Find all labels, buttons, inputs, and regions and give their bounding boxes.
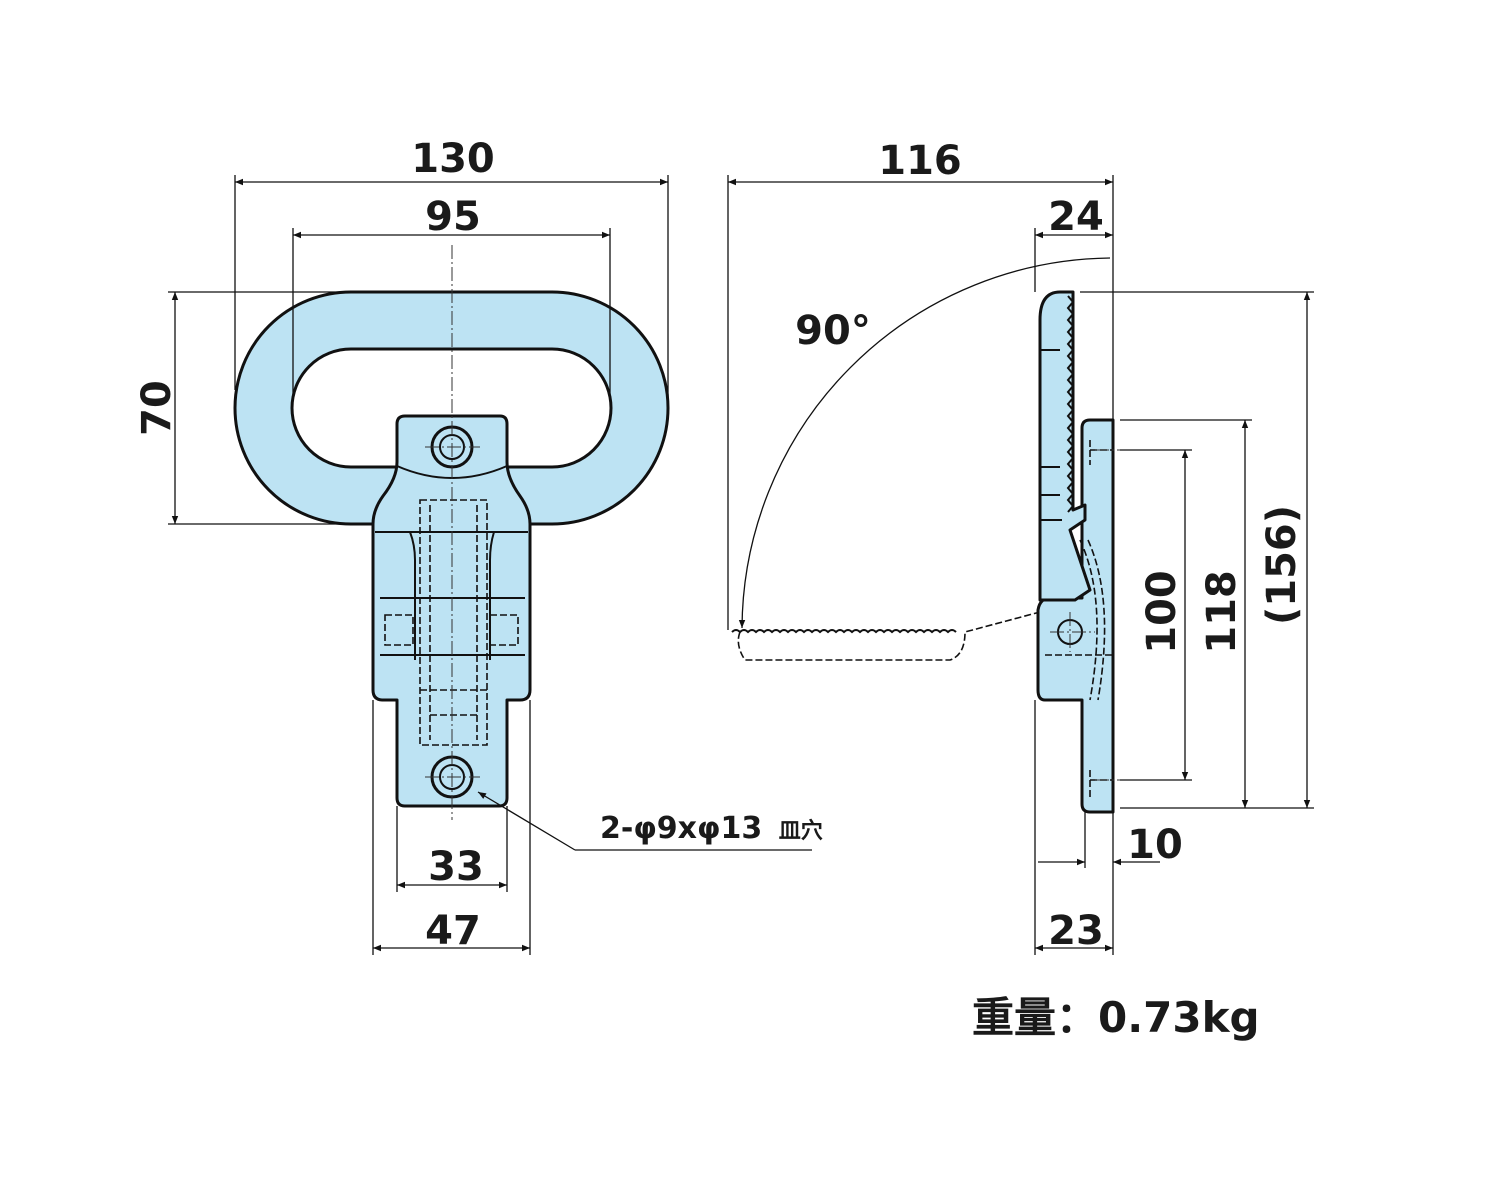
hole-note: 2-φ9xφ13 bbox=[600, 811, 762, 846]
front-view: 130 95 70 33 47 2-φ9xφ13 皿穴 bbox=[134, 136, 823, 955]
dim-label-10: 10 bbox=[1127, 822, 1183, 868]
countersink-note: 皿穴 bbox=[779, 818, 823, 844]
dim-label-130: 130 bbox=[411, 136, 495, 182]
dim-label-23: 23 bbox=[1048, 908, 1104, 954]
dim-label-24: 24 bbox=[1048, 194, 1104, 240]
pivot-hole bbox=[1050, 612, 1095, 652]
rotation-arc bbox=[738, 257, 1111, 629]
dim-label-100: 100 bbox=[1139, 570, 1185, 654]
dimension-118: 118 bbox=[1120, 419, 1252, 809]
hole-callout: 2-φ9xφ13 皿穴 bbox=[477, 791, 823, 851]
lever bbox=[1038, 290, 1092, 602]
open-handle-phantom bbox=[737, 611, 1041, 661]
dim-label-70: 70 bbox=[134, 380, 180, 436]
dim-label-156: (156) bbox=[1259, 505, 1305, 625]
dimension-33: 33 bbox=[396, 806, 508, 892]
dim-label-118: 118 bbox=[1199, 570, 1245, 654]
side-view: 90° 116 24 100 bbox=[727, 138, 1314, 955]
weight-label: 重量：0.73kg bbox=[972, 993, 1260, 1042]
dim-label-33: 33 bbox=[428, 844, 484, 890]
dimension-70: 70 bbox=[134, 291, 345, 525]
dimension-156: (156) bbox=[1080, 291, 1314, 809]
dimension-47: 47 bbox=[372, 700, 531, 955]
svg-text:2-φ9xφ13 皿穴: 2-φ9xφ13 皿穴 bbox=[600, 811, 823, 846]
dimension-23: 23 bbox=[1034, 700, 1113, 955]
dimension-24: 24 bbox=[1034, 194, 1113, 292]
angle-label-90: 90° bbox=[795, 308, 871, 354]
dimension-116: 116 bbox=[727, 138, 1114, 630]
dim-label-47: 47 bbox=[425, 908, 481, 954]
base-plate bbox=[1036, 418, 1115, 814]
dimension-95: 95 bbox=[292, 194, 611, 400]
dimension-10: 10 bbox=[1038, 812, 1183, 955]
dim-label-95: 95 bbox=[425, 194, 481, 240]
dimension-130: 130 bbox=[234, 136, 669, 400]
dimension-100: 100 bbox=[1120, 449, 1192, 781]
dim-label-116: 116 bbox=[878, 138, 962, 184]
